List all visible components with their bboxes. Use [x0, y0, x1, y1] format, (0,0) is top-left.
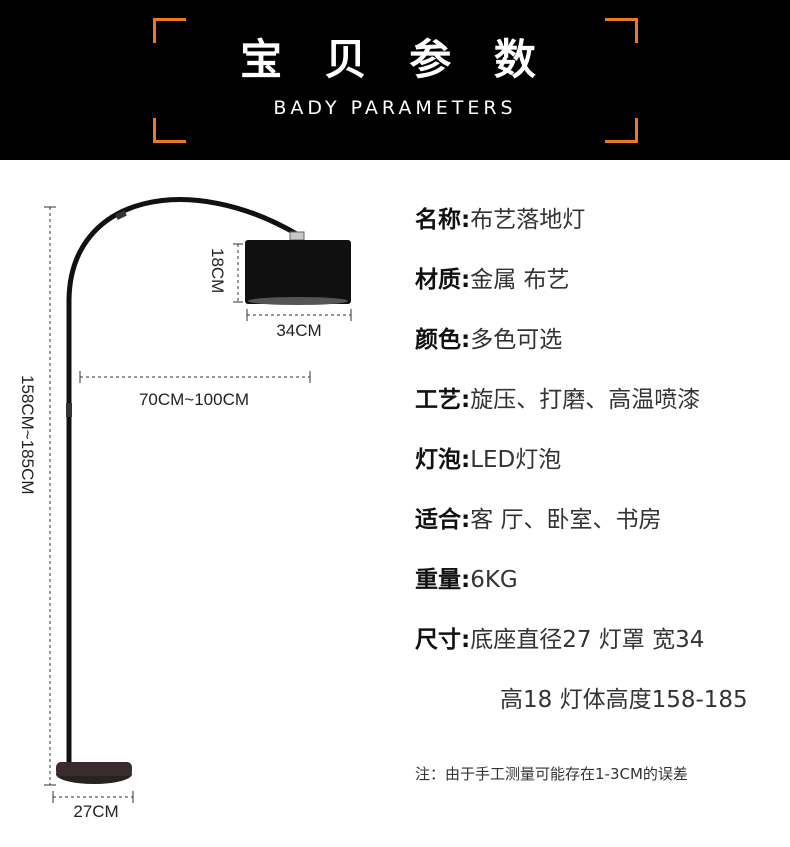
- title-chinese: 宝 贝 参 数: [240, 35, 550, 84]
- param-row-color: 颜色:多色可选: [415, 327, 563, 353]
- title-english: BADY PARAMETERS: [273, 97, 517, 119]
- corner-bracket-top-right: [605, 18, 638, 43]
- pole-joint: [115, 210, 127, 220]
- lamp-dimension-diagram: 158CM~185CM 70CM~100CM 18CM 34CM 27CM: [18, 197, 352, 821]
- corner-bracket-bottom-left: [153, 118, 186, 143]
- param-row-craft: 工艺:旋压、打磨、高温喷漆: [415, 387, 701, 413]
- lamp-shade: [245, 240, 351, 304]
- shade-hanger: [289, 231, 305, 241]
- corner-bracket-bottom-right: [605, 118, 638, 143]
- param-size-continuation: 高18 灯体高度158-185: [500, 687, 748, 713]
- lamp-pole-arc: [66, 197, 302, 770]
- param-row-bulb: 灯泡:LED灯泡: [415, 447, 562, 473]
- lamp-shade-rim: [248, 297, 348, 305]
- dim-shade-width: 34CM: [276, 321, 321, 340]
- param-row-name: 名称:布艺落地灯: [415, 207, 586, 233]
- param-row-weight: 重量:6KG: [415, 567, 518, 593]
- param-row-material: 材质:金属 布艺: [415, 267, 570, 293]
- dim-base-width: 27CM: [73, 802, 118, 821]
- dim-arm-reach: 70CM~100CM: [139, 390, 249, 409]
- corner-bracket-top-left: [153, 18, 186, 43]
- measurement-note: 注：由于手工测量可能存在1-3CM的误差: [415, 765, 688, 783]
- lamp-base-body: [56, 762, 132, 776]
- param-row-suitable: 适合:客 厅、卧室、书房: [415, 507, 662, 533]
- header-banner: 宝 贝 参 数 BADY PARAMETERS: [0, 0, 790, 160]
- dim-total-height: 158CM~185CM: [18, 375, 37, 495]
- pole-joint: [66, 403, 72, 417]
- param-row-size: 尺寸:底座直径27 灯罩 宽34: [415, 627, 705, 653]
- dim-shade-height: 18CM: [208, 248, 227, 293]
